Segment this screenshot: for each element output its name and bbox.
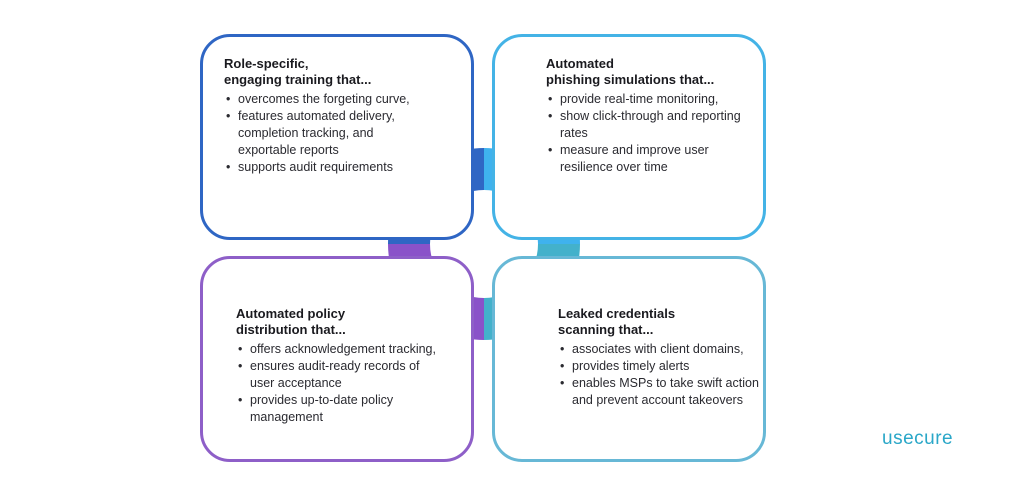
policy-heading-line: distribution that... xyxy=(236,322,346,337)
training-heading-line: Role-specific, xyxy=(224,56,309,71)
training-bullet-list: overcomes the forgeting curve, features … xyxy=(224,91,434,176)
phishing-bullet: provide real-time monitoring, xyxy=(546,91,756,108)
policy-heading: Automated policy distribution that... xyxy=(236,306,446,338)
training-bullet: supports audit requirements xyxy=(224,159,434,176)
phishing-bullet: show click-through and reporting rates xyxy=(546,108,756,142)
phishing-bullet-list: provide real-time monitoring, show click… xyxy=(546,91,756,176)
credentials-heading-line: scanning that... xyxy=(558,322,654,337)
phishing-bullet: measure and improve user resilience over… xyxy=(546,142,756,176)
usecure-logo: usecure xyxy=(882,428,954,449)
phishing-heading-line: Automated xyxy=(546,56,614,71)
policy-bullet: offers acknowledgement tracking, xyxy=(236,341,446,358)
policy-content: Automated policy distribution that... of… xyxy=(236,306,446,426)
training-heading: Role-specific, engaging training that... xyxy=(224,56,434,88)
phishing-content: Automated phishing simulations that... p… xyxy=(546,56,756,176)
policy-bullet: provides up-to-date policy management xyxy=(236,392,446,426)
credentials-bullet: provides timely alerts xyxy=(558,358,768,375)
credentials-content: Leaked credentials scanning that... asso… xyxy=(558,306,768,409)
credentials-heading-line: Leaked credentials xyxy=(558,306,676,321)
credentials-bullet-list: associates with client domains, provides… xyxy=(558,341,768,409)
policy-heading-line: Automated policy xyxy=(236,306,346,321)
credentials-heading: Leaked credentials scanning that... xyxy=(558,306,768,338)
training-bullet: overcomes the forgeting curve, xyxy=(224,91,434,108)
policy-bullet: ensures audit-ready records of user acce… xyxy=(236,358,446,392)
credentials-bullet: enables MSPs to take swift action and pr… xyxy=(558,375,768,409)
training-content: Role-specific, engaging training that...… xyxy=(224,56,434,176)
phishing-heading: Automated phishing simulations that... xyxy=(546,56,756,88)
training-bullet: features automated delivery, completion … xyxy=(224,108,434,159)
policy-bullet-list: offers acknowledgement tracking, ensures… xyxy=(236,341,446,426)
credentials-bullet: associates with client domains, xyxy=(558,341,768,358)
training-heading-line: engaging training that... xyxy=(224,72,372,87)
phishing-heading-line: phishing simulations that... xyxy=(546,72,715,87)
